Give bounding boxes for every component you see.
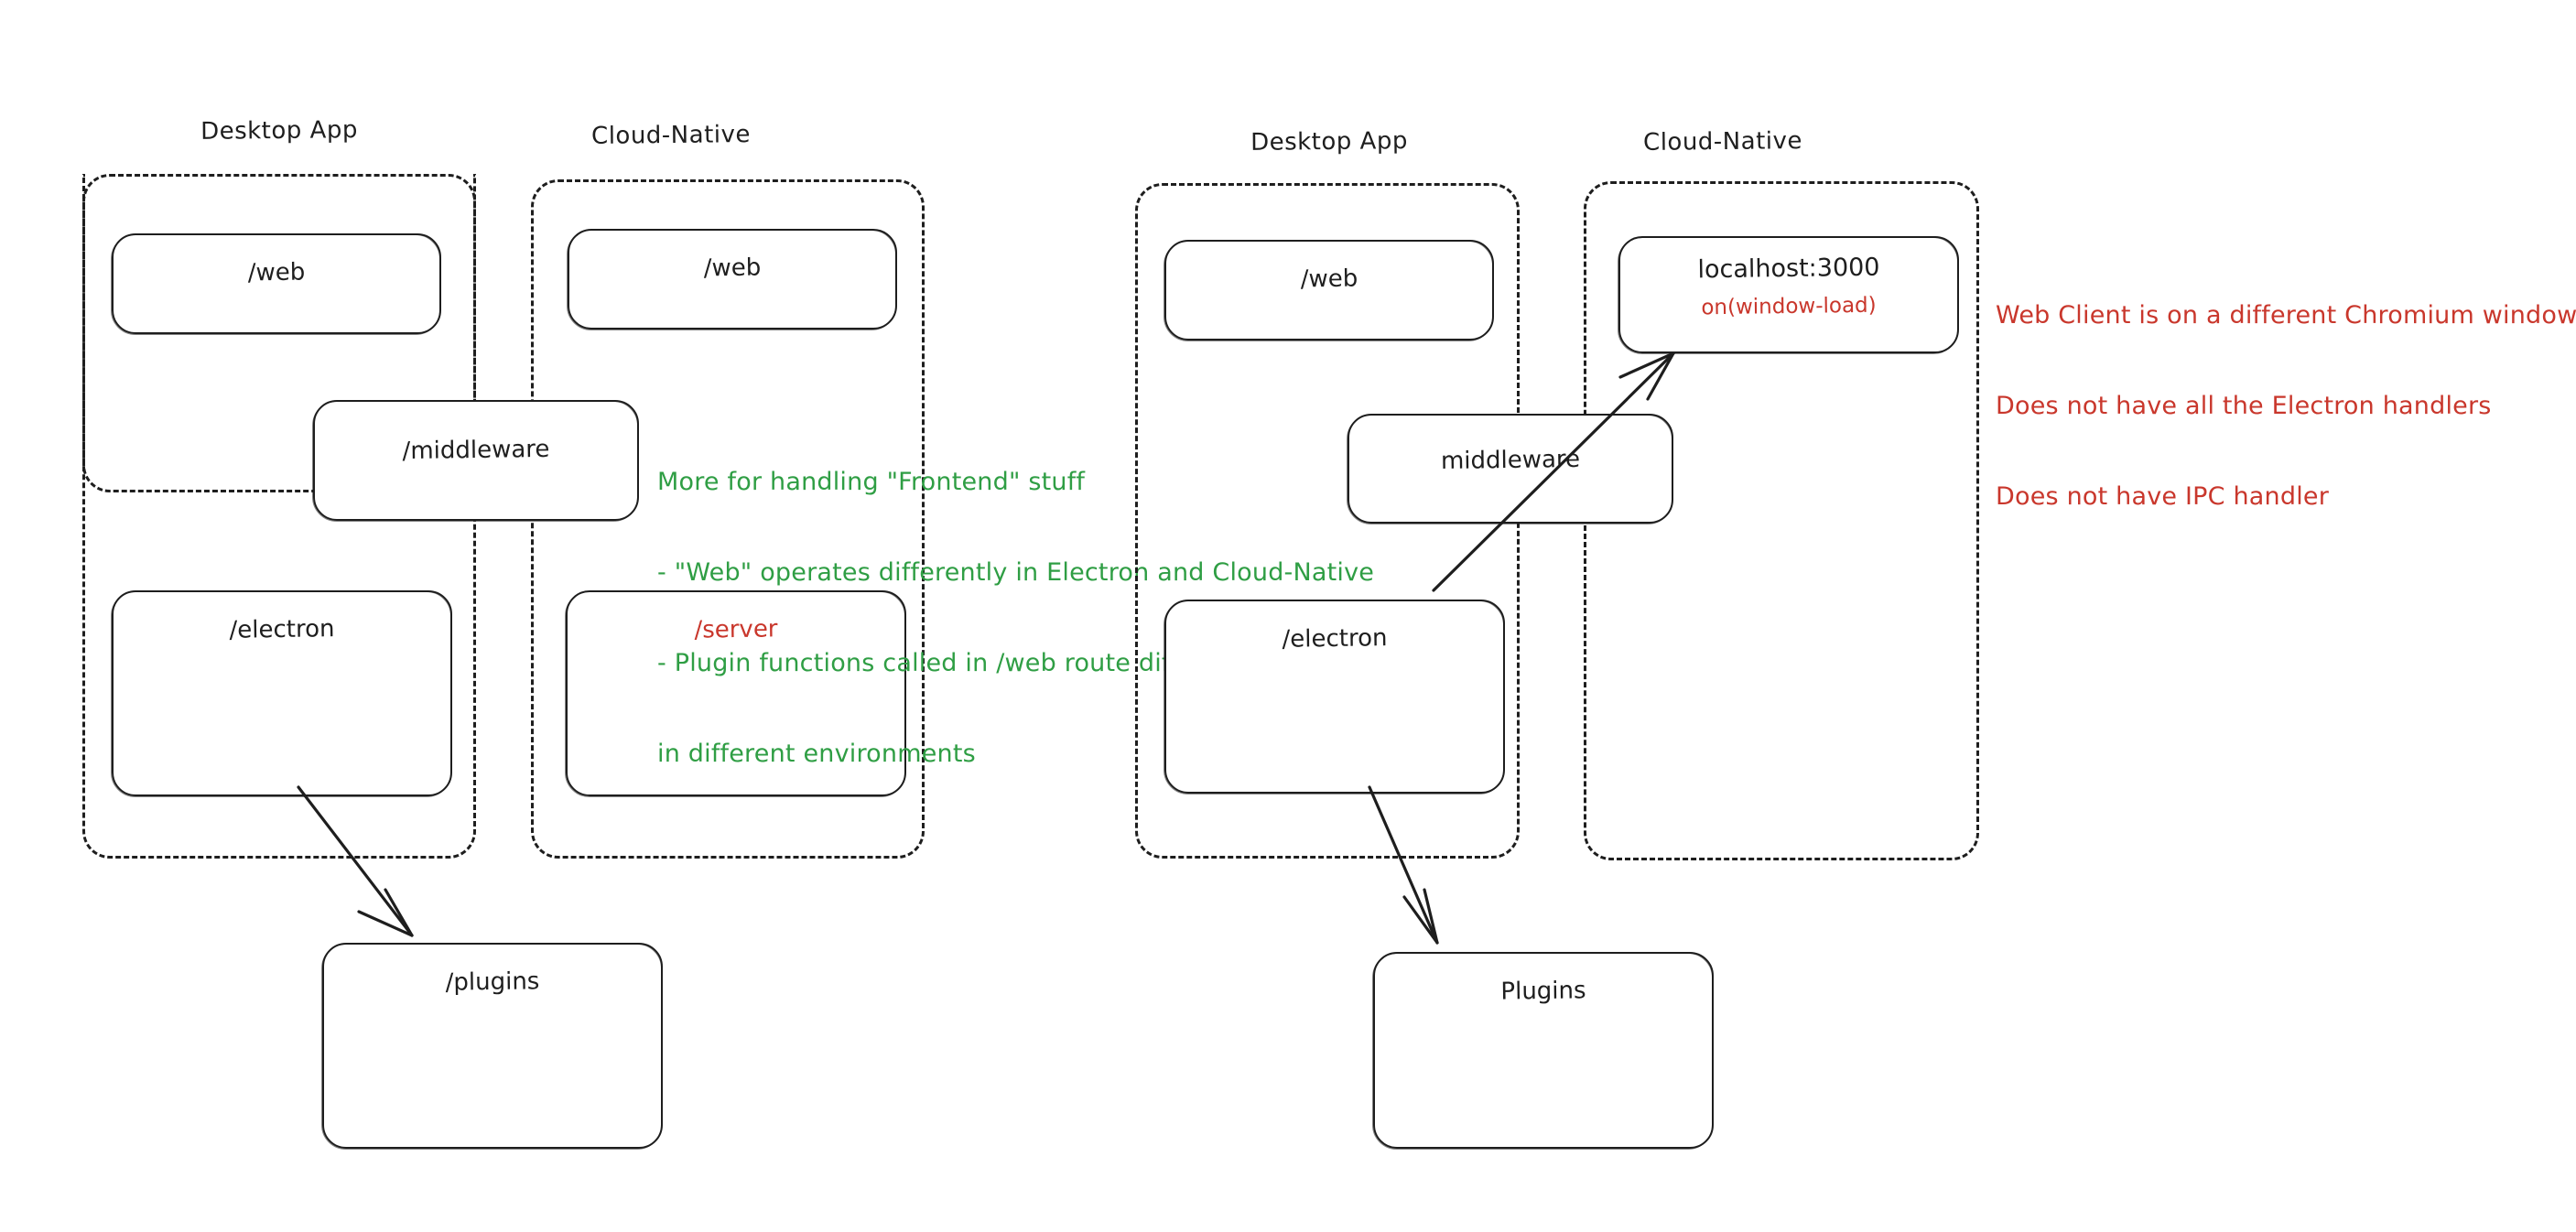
node-left-server[interactable]: /server xyxy=(565,590,906,797)
group-right-desktop-app-label: Desktop App xyxy=(1250,127,1409,157)
group-left-cloud-native-label: Cloud-Native xyxy=(590,121,752,150)
node-right-middleware-label: middleware xyxy=(1440,445,1581,476)
node-left-cloud-web[interactable]: /web xyxy=(567,229,897,330)
node-left-desktop-web[interactable]: /web xyxy=(111,233,441,335)
node-right-localhost-label: localhost:3000 xyxy=(1697,253,1880,285)
node-right-plugins[interactable]: Plugins xyxy=(1372,952,1714,1150)
node-left-plugins[interactable]: /plugins xyxy=(321,943,663,1150)
node-right-desktop-web-label: /web xyxy=(1300,265,1358,294)
node-right-desktop-web[interactable]: /web xyxy=(1164,240,1494,341)
annotation-green-line-3: - Plugin functions called in /web route … xyxy=(657,649,1268,677)
node-right-localhost[interactable]: localhost:3000 on(window-load) xyxy=(1618,236,1959,354)
node-left-electron-label: /electron xyxy=(229,615,335,644)
node-left-electron[interactable]: /electron xyxy=(111,590,452,797)
node-right-middleware[interactable]: middleware xyxy=(1347,414,1673,524)
group-right-cloud-native-label: Cloud-Native xyxy=(1642,127,1803,157)
group-left-desktop-app-label: Desktop App xyxy=(200,116,359,146)
node-right-electron[interactable]: /electron xyxy=(1164,600,1505,794)
node-left-cloud-web-label: /web xyxy=(703,254,762,283)
node-right-electron-label: /electron xyxy=(1282,624,1388,654)
annotation-green-line-2: - "Web" operates differently in Electron… xyxy=(657,558,1375,587)
annotation-red-note: Web Client is on a different Chromium wi… xyxy=(1996,240,2576,572)
node-left-middleware-label: /middleware xyxy=(402,435,550,466)
annotation-green-line-4: in different environments xyxy=(657,740,976,768)
node-left-plugins-label: /plugins xyxy=(445,967,540,997)
annotation-red-line-2: Does not have all the Electron handlers xyxy=(1996,392,2492,420)
annotation-green-note: More for handling "Frontend" stuff - "We… xyxy=(657,406,1374,829)
annotation-red-line-3: Does not have IPC handler xyxy=(1996,482,2330,511)
node-right-localhost-sublabel: on(window-load) xyxy=(1701,293,1877,320)
node-left-middleware[interactable]: /middleware xyxy=(312,400,639,522)
annotation-red-line-1: Web Client is on a different Chromium wi… xyxy=(1996,301,2576,330)
node-left-desktop-web-label: /web xyxy=(247,258,306,287)
node-right-plugins-label: Plugins xyxy=(1500,977,1586,1006)
annotation-green-line-1: More for handling "Frontend" stuff xyxy=(657,468,1086,496)
